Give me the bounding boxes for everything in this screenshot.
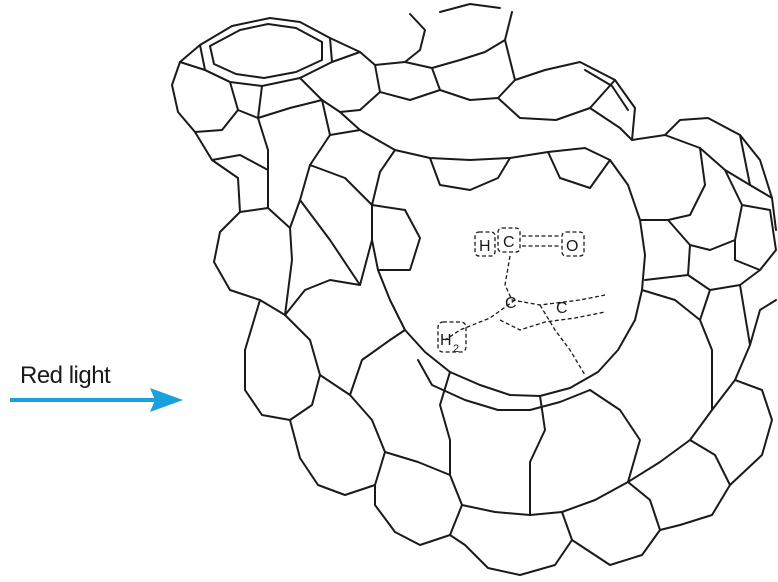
mol-label-h-left: H [440,332,452,349]
guest-molecule [438,228,605,375]
mol-label-h-left-sub: 2 [453,343,459,355]
mol-chain [505,256,605,305]
mol-label-c-mid: C [505,295,517,312]
mol-label-o-top: O [566,238,578,255]
mol-label-c-mid2: C [556,300,568,317]
mol-label-c-top: C [503,234,515,251]
red-light-label: Red light [20,362,111,389]
mol-label-h-top: H [479,238,491,255]
mol-chain-4 [500,312,605,330]
zeolite-cage [172,4,776,575]
